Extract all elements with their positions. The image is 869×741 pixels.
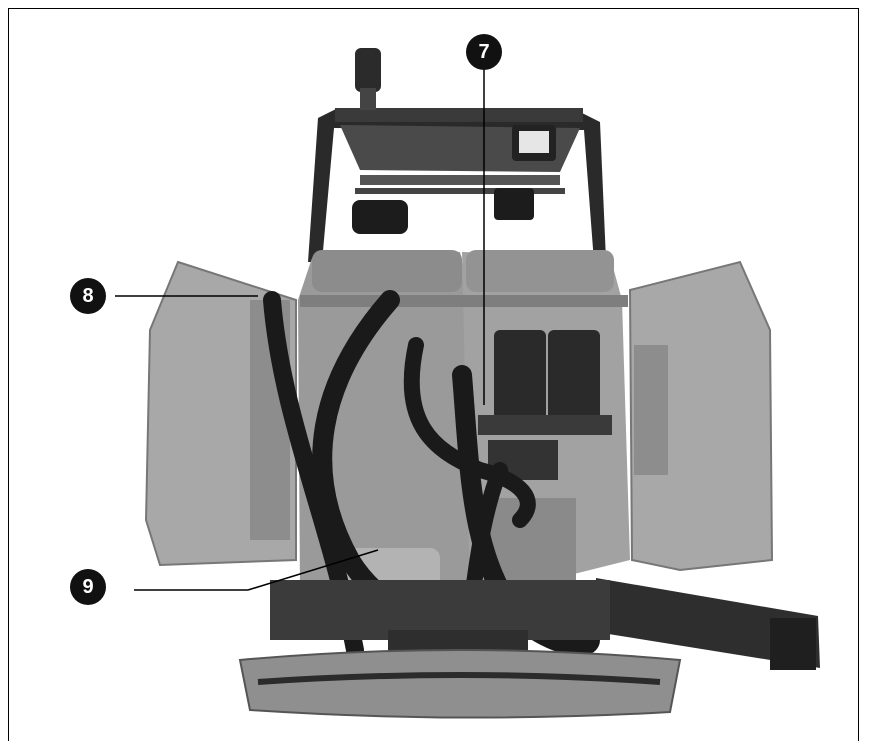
beacon-light-icon [355,48,381,110]
left-mirror [352,200,408,234]
roof-canopy [308,108,606,262]
squeegee-arm [596,578,820,670]
callout-9: 9 [70,569,106,605]
right-door-panel [628,260,774,572]
work-light-icon [512,125,556,161]
callout-7-label: 7 [478,41,490,63]
right-mirror [494,188,534,220]
figure-frame [8,8,859,741]
callout-8: 8 [70,278,106,314]
rear-bumper [238,649,682,719]
callout-9-label: 9 [82,576,94,598]
left-door-panel [144,260,297,567]
callout-8-label: 8 [82,285,94,307]
callout-7: 7 [466,34,502,70]
callout-leader-lines [115,65,485,591]
